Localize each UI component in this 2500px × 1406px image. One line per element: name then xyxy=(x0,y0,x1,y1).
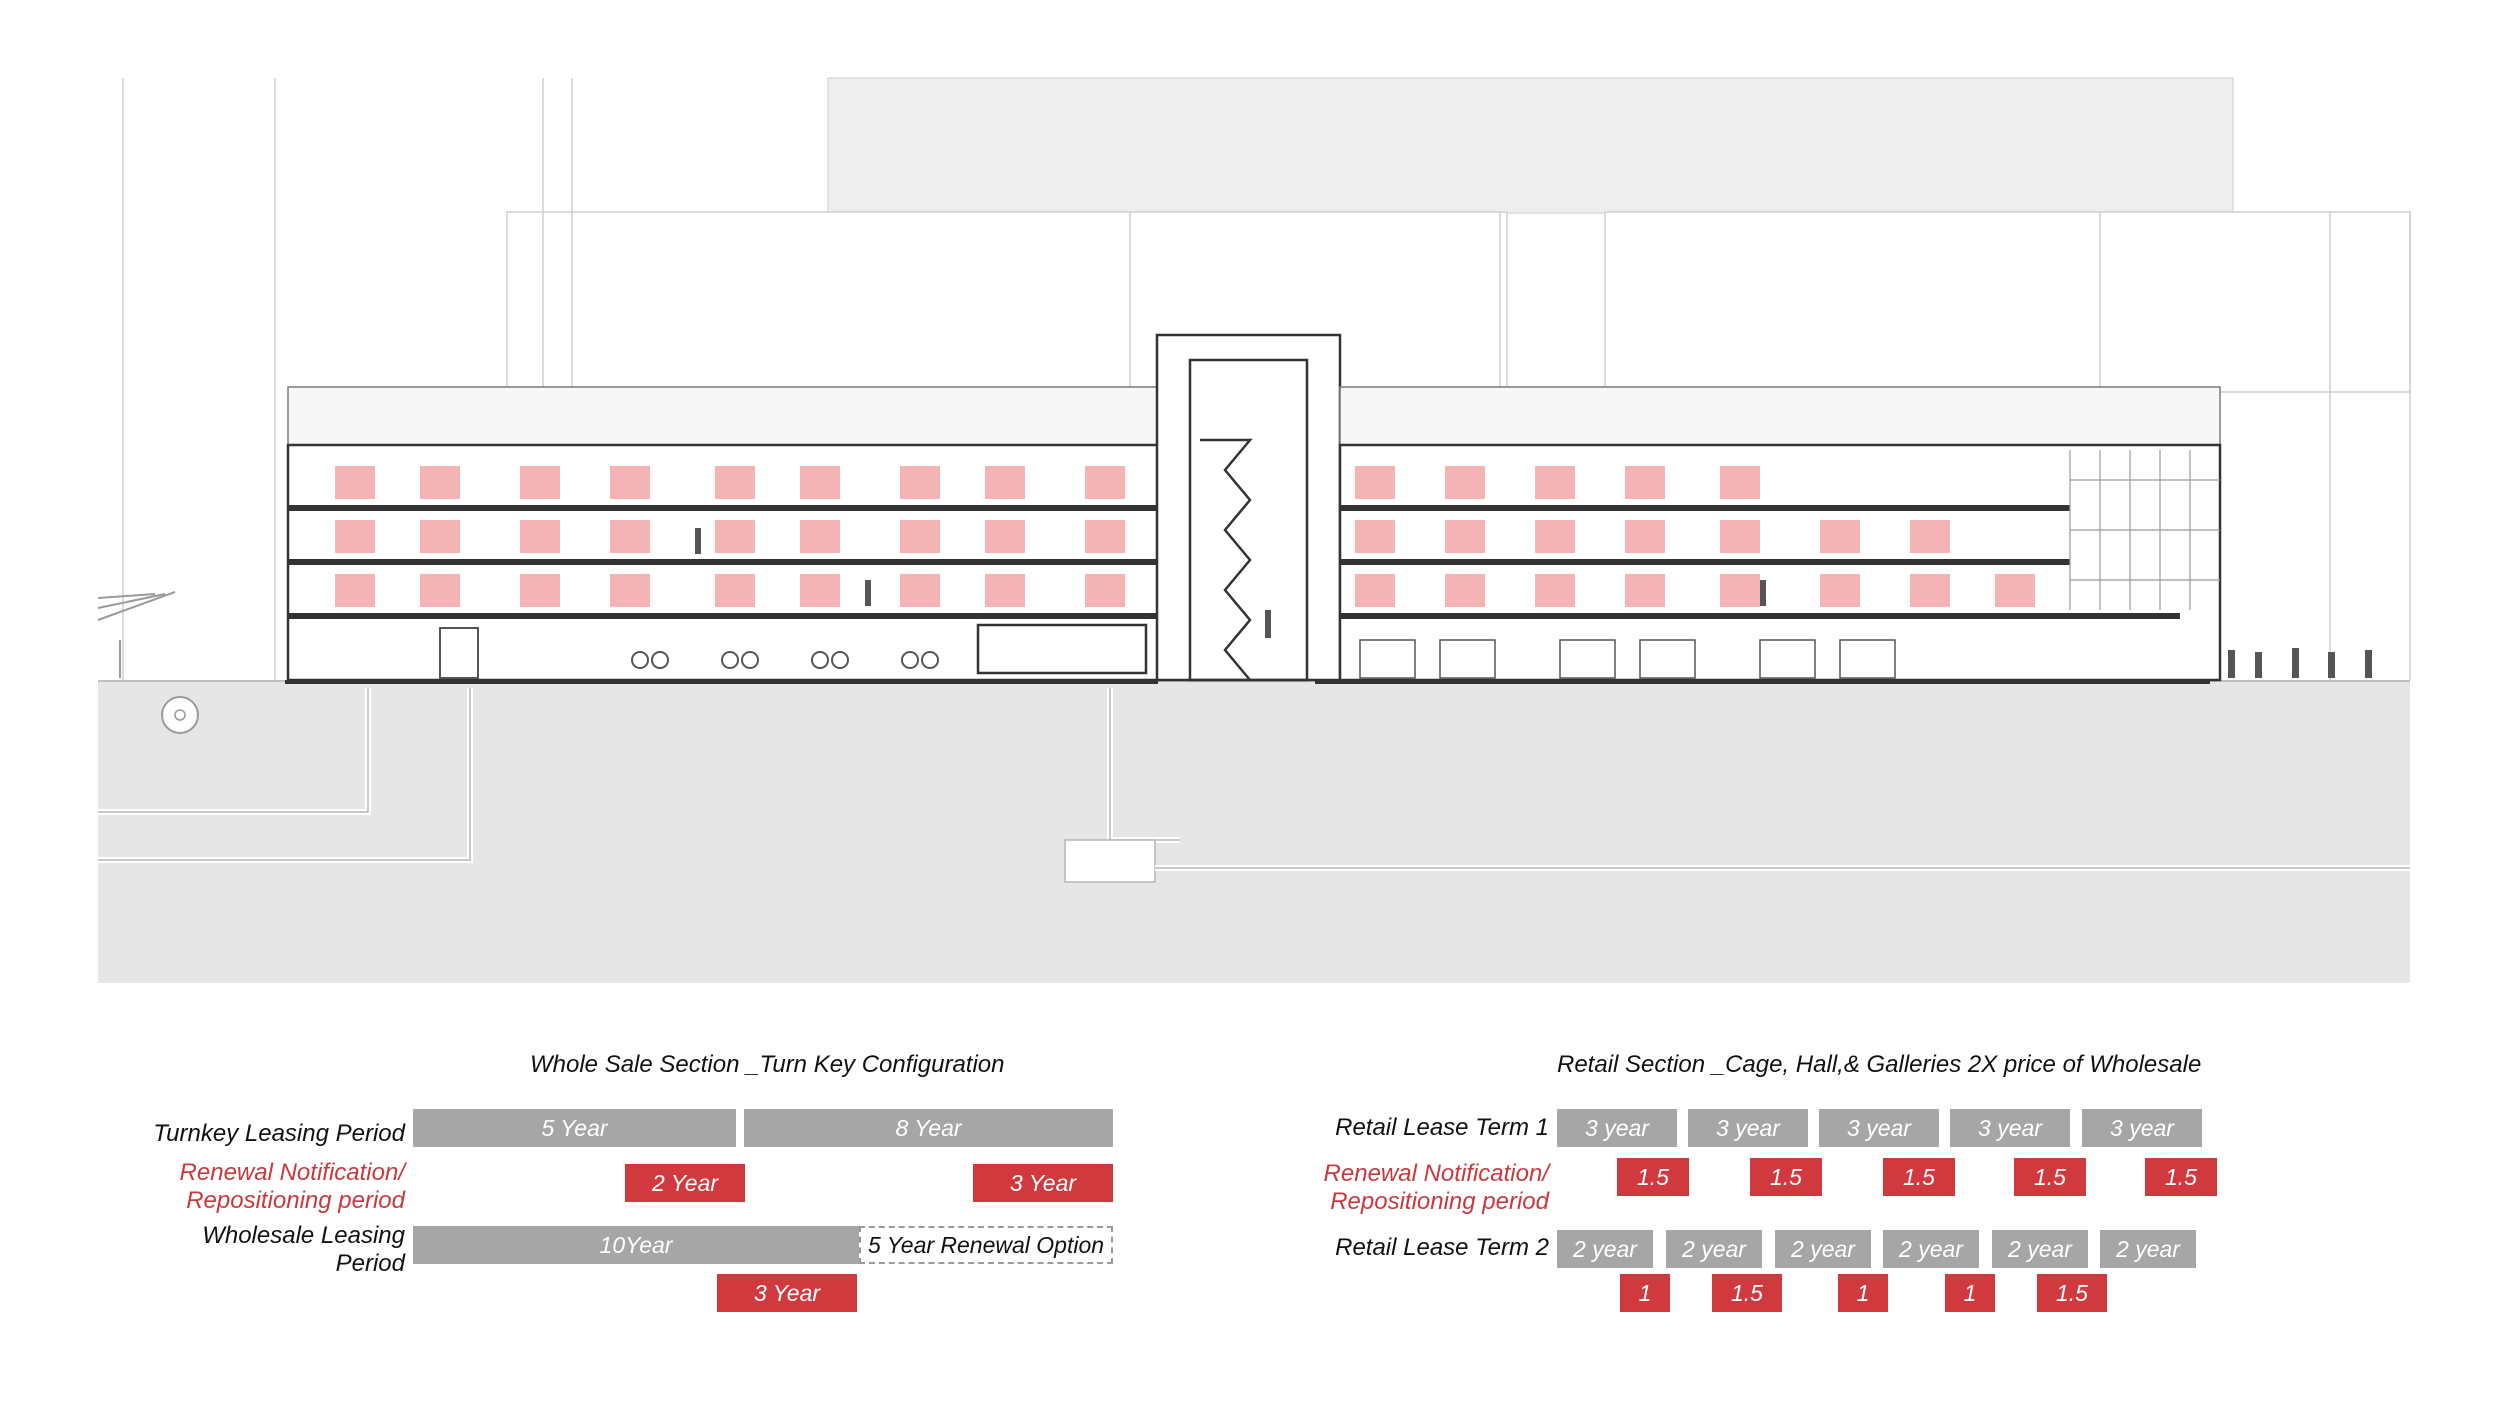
turnkey-leasing-period-label: Turnkey Leasing Period xyxy=(153,1120,405,1147)
retail-term1-bar: 3 year xyxy=(1819,1109,1939,1147)
building-east-wing xyxy=(1315,386,2222,684)
retail-term2-renewal-bar: 1 xyxy=(1620,1274,1670,1312)
retail-renewal-label-line2: Repositioning period xyxy=(1330,1188,1549,1215)
retail-renewal-label-line1: Renewal Notification/ xyxy=(1323,1160,1549,1187)
wholesale-renewal-bar-3-year: 3 Year xyxy=(717,1274,857,1312)
retail-term2-bar: 2 year xyxy=(2100,1230,2196,1268)
canopy-structure xyxy=(97,591,176,678)
retail-term1-renewal-bar: 1.5 xyxy=(2014,1158,2086,1196)
background-buildings xyxy=(122,77,2411,680)
turnkey-bar-8-year: 8 Year xyxy=(744,1109,1113,1147)
retail-term2-bar: 2 year xyxy=(1775,1230,1871,1268)
retail-term1-renewal-bar: 1.5 xyxy=(2145,1158,2217,1196)
retail-term1-bar: 3 year xyxy=(1688,1109,1808,1147)
retail-term1-bar: 3 year xyxy=(1950,1109,2070,1147)
building-section-drawing xyxy=(97,77,2411,983)
retail-term2-bar: 2 year xyxy=(1557,1230,1653,1268)
retail-lease-term-1-label: Retail Lease Term 1 xyxy=(1335,1114,1549,1141)
people-silhouettes xyxy=(695,528,2372,678)
building-west-wing xyxy=(285,386,1160,684)
wholesale-renewal-label-line2: Repositioning period xyxy=(186,1187,405,1214)
wholesale-section-title: Whole Sale Section _Turn Key Configurati… xyxy=(530,1051,1005,1078)
wholesale-leasing-period-label-line1: Wholesale Leasing xyxy=(202,1222,405,1249)
retail-term1-renewal-bar: 1.5 xyxy=(1617,1158,1689,1196)
wholesale-renewal-option-bar: 5 Year Renewal Option xyxy=(859,1226,1113,1264)
wholesale-renewal-label-line1: Renewal Notification/ xyxy=(179,1159,405,1186)
renewal-bar-3-year: 3 Year xyxy=(973,1164,1113,1202)
retail-term1-renewal-bar: 1.5 xyxy=(1883,1158,1955,1196)
retail-term2-renewal-bar: 1 xyxy=(1945,1274,1995,1312)
retail-term1-bar: 3 year xyxy=(2082,1109,2202,1147)
retail-lease-term-2-label: Retail Lease Term 2 xyxy=(1335,1234,1549,1261)
retail-term1-bar: 3 year xyxy=(1557,1109,1677,1147)
retail-term1-renewal-bar: 1.5 xyxy=(1750,1158,1822,1196)
wholesale-bar-10-year: 10Year xyxy=(413,1226,859,1264)
retail-term2-bar: 2 year xyxy=(1992,1230,2088,1268)
turnkey-bar-5-year: 5 Year xyxy=(413,1109,736,1147)
retail-term2-bar: 2 year xyxy=(1883,1230,1979,1268)
retail-term2-renewal-bar: 1 xyxy=(1838,1274,1888,1312)
retail-term2-renewal-bar: 1.5 xyxy=(2037,1274,2107,1312)
renewal-bar-2-year: 2 Year xyxy=(625,1164,745,1202)
wholesale-leasing-period-label-line2: Period xyxy=(335,1250,405,1277)
retail-term2-renewal-bar: 1.5 xyxy=(1712,1274,1782,1312)
retail-section-title: Retail Section _Cage, Hall,& Galleries 2… xyxy=(1557,1051,2202,1078)
stair-core xyxy=(1155,333,1342,682)
retail-term2-bar: 2 year xyxy=(1666,1230,1762,1268)
ground-mass xyxy=(98,680,2410,983)
